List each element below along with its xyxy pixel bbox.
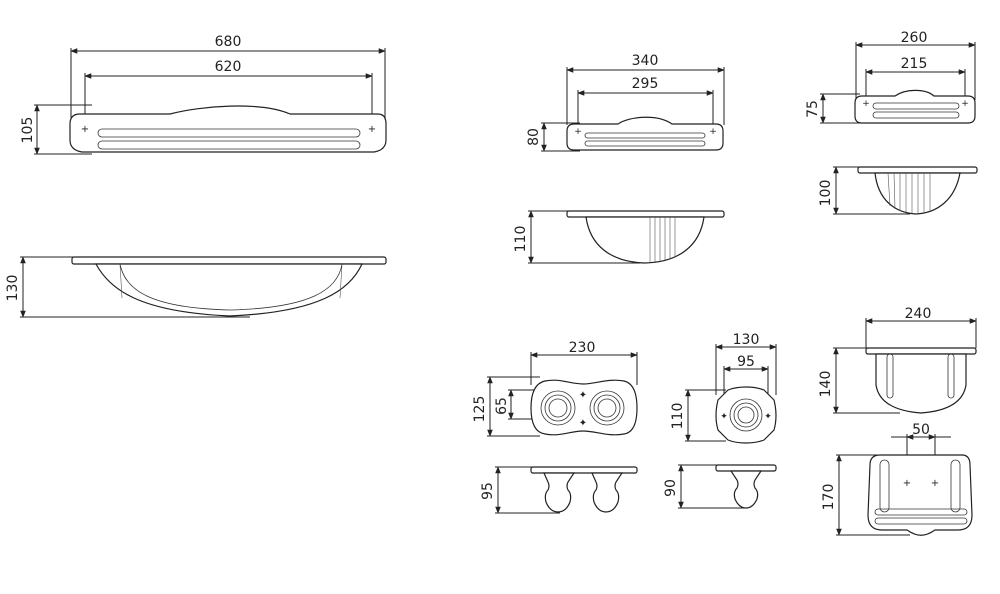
svg-text:✦: ✦ (579, 390, 587, 401)
corner-shelf-side-view: 240 140 (818, 306, 977, 414)
dim-single-depth: 110 (670, 403, 686, 430)
svg-text:✦: ✦ (720, 412, 728, 422)
dim-medium-height: 110 (513, 226, 529, 253)
dim-double-hole-spacing: 65 (494, 397, 510, 415)
svg-text:+: + (81, 124, 89, 135)
dim-corner-mount-spacing: 50 (912, 422, 930, 438)
large-shelf-side-view: 130 (5, 256, 387, 318)
dim-double-depth: 125 (472, 396, 488, 423)
dim-single-inner-width: 95 (737, 354, 755, 370)
dim-corner-depth: 170 (821, 484, 837, 511)
svg-text:+: + (368, 124, 376, 135)
dim-small-outer-width: 260 (901, 30, 928, 46)
dim-single-width: 130 (733, 332, 760, 348)
dim-large-depth: 105 (20, 117, 36, 144)
large-shelf-top-view: 680 620 105 + + (20, 34, 387, 155)
dim-medium-depth: 80 (526, 128, 542, 146)
dim-medium-inner-width: 295 (632, 76, 659, 92)
dim-large-height: 130 (5, 275, 21, 302)
svg-text:+: + (903, 478, 911, 489)
corner-shelf-top-view: 50 170 + + (821, 422, 973, 536)
single-holder-side-view: 90 (663, 464, 777, 509)
dim-large-inner-width: 620 (215, 59, 242, 75)
svg-text:+: + (961, 99, 969, 109)
dim-small-inner-width: 215 (901, 56, 928, 72)
dim-small-height: 100 (818, 180, 834, 207)
dim-double-height: 95 (480, 482, 496, 500)
svg-text:+: + (931, 478, 939, 489)
dim-corner-height: 140 (818, 371, 834, 398)
dim-small-depth: 75 (805, 100, 821, 118)
dim-medium-outer-width: 340 (632, 53, 659, 69)
svg-text:✦: ✦ (579, 418, 587, 429)
double-holder-side-view: 95 (480, 466, 638, 514)
medium-shelf-top-view: 340 295 80 + + (526, 53, 725, 152)
single-holder-top-view: 130 95 110 ✦ ✦ (670, 332, 777, 444)
dim-large-outer-width: 680 (215, 34, 242, 50)
dim-corner-width: 240 (905, 306, 932, 322)
dim-single-height: 90 (663, 479, 679, 497)
svg-text:+: + (862, 99, 870, 109)
medium-shelf-side-view: 110 (513, 210, 725, 264)
double-holder-top-view: 230 125 65 ✦ ✦ (472, 340, 638, 437)
svg-text:+: + (709, 127, 717, 137)
small-shelf-side-view: 100 (818, 166, 978, 215)
dim-double-width: 230 (569, 340, 596, 356)
small-shelf-top-view: 260 215 75 + + (805, 30, 976, 124)
svg-text:✦: ✦ (764, 412, 772, 422)
svg-text:+: + (574, 127, 582, 137)
